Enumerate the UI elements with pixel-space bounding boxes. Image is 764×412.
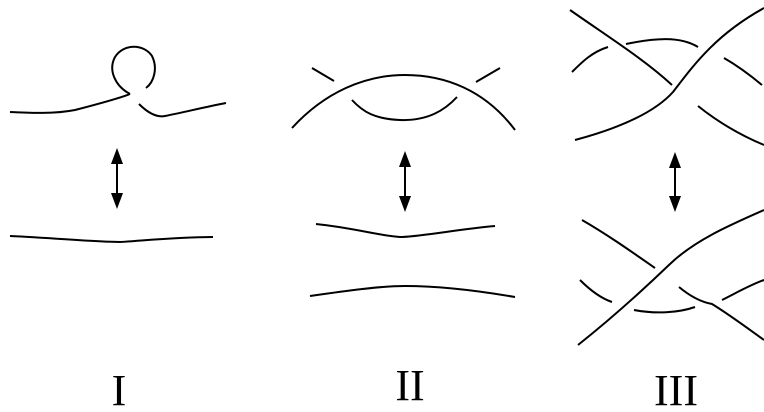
move-1-before (9, 45, 227, 118)
move-3-before (569, 7, 764, 146)
move-1-twist-loop (111, 45, 156, 95)
move-3-panel: III (569, 7, 764, 412)
move-2-upper-strand (315, 223, 496, 238)
move-1-straight-strand (9, 235, 214, 243)
move-3-strand-a-end (697, 105, 764, 146)
move-2-under-left-end (311, 67, 335, 82)
move-1-strand-continuation (138, 102, 227, 118)
move-2-label: II (395, 361, 424, 410)
move-3-strand-a-after-end (678, 286, 764, 341)
move-1-after (9, 235, 214, 243)
move-3-strand-a-after (581, 219, 656, 269)
move-1-panel: I (9, 45, 227, 412)
move-3-after (577, 209, 764, 346)
move-3-label: III (654, 366, 698, 412)
move-2-over-strand (291, 74, 516, 131)
move-3-strand-c-middle (625, 38, 699, 48)
move-3-equivalence-arrow (669, 152, 681, 212)
move-1-kinked-strand (9, 93, 131, 114)
move-2-under-right-end (475, 67, 501, 83)
move-3-strand-b-after (577, 209, 764, 346)
move-2-equivalence-arrow (399, 151, 411, 212)
move-3-strand-b (574, 7, 764, 141)
move-3-strand-c-after-left (579, 279, 613, 303)
move-2-panel: II (291, 67, 516, 410)
move-1-equivalence-arrow (111, 148, 123, 209)
move-3-strand-c-after-right (721, 279, 764, 301)
move-2-after (309, 223, 516, 298)
move-2-lower-strand (309, 285, 516, 298)
move-2-before (291, 67, 516, 131)
move-2-under-middle (351, 96, 458, 122)
move-1-label: I (112, 366, 127, 412)
move-3-strand-c-left (571, 46, 609, 73)
move-3-strand-c-right (723, 57, 763, 86)
move-3-strand-c-after-middle (633, 306, 696, 314)
move-3-strand-a (569, 9, 673, 86)
